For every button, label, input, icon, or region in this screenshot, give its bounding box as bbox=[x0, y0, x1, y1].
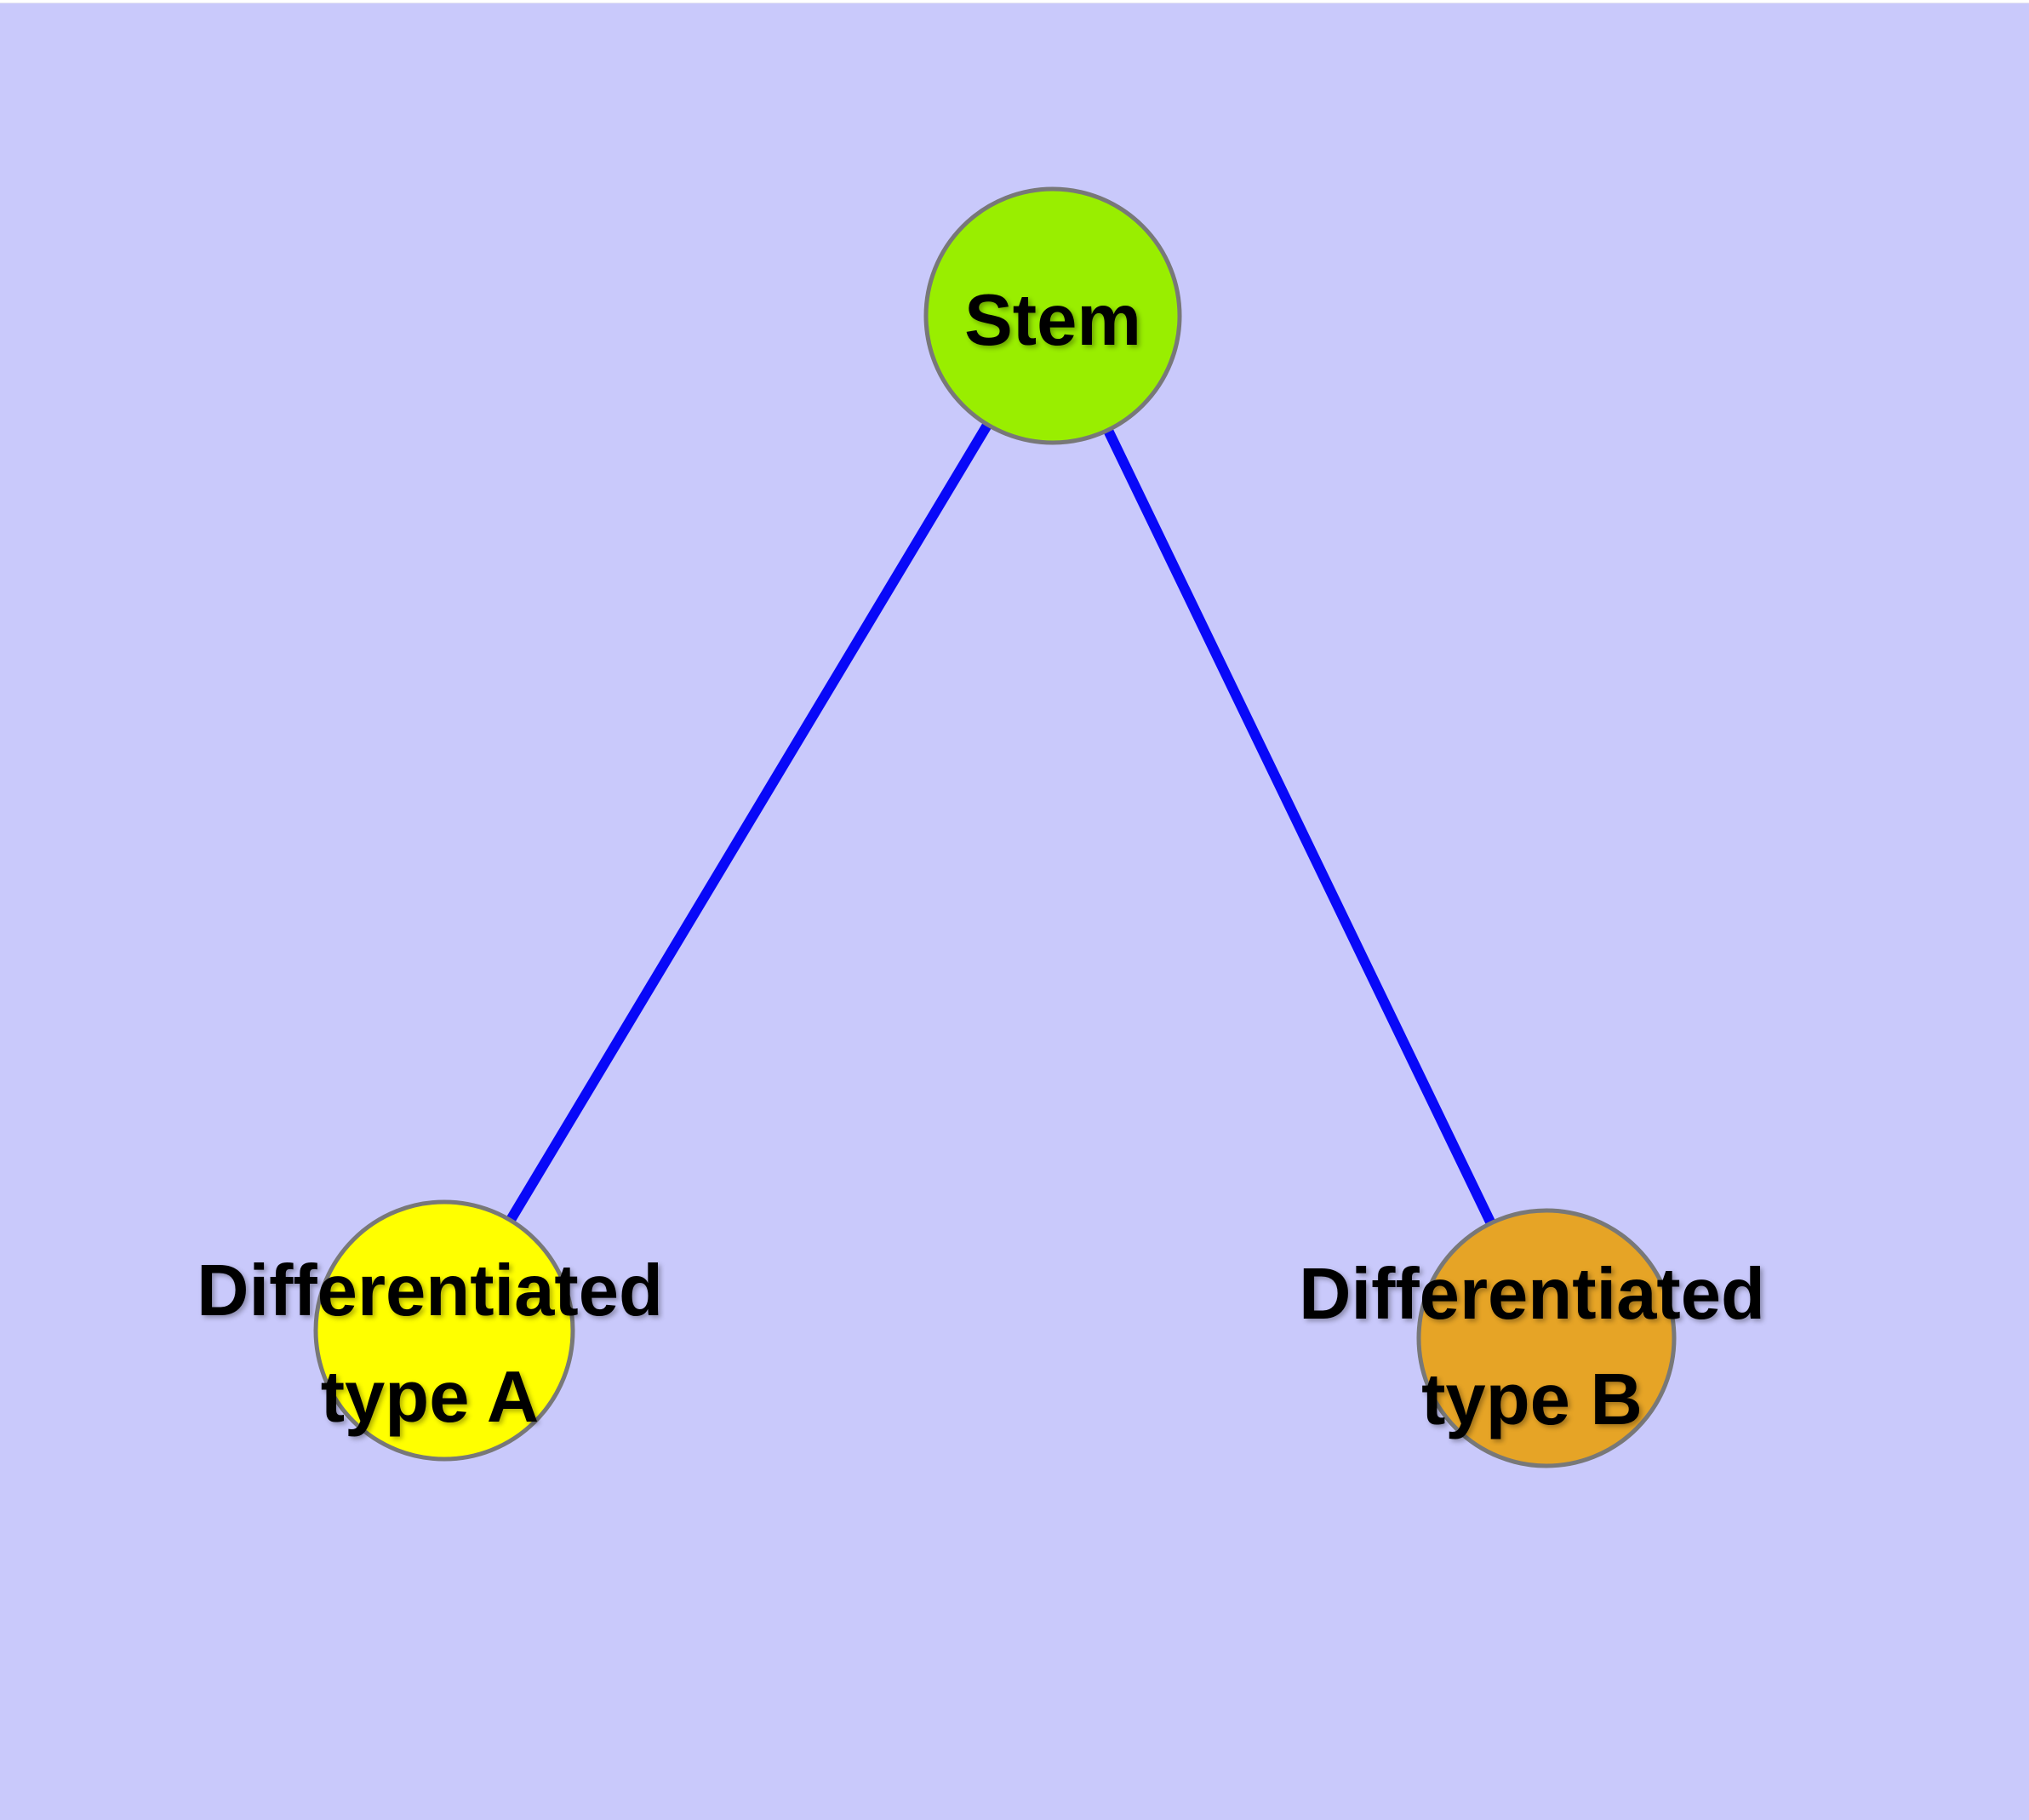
node-type-a-label-line2: type A bbox=[321, 1357, 540, 1438]
node-type-b-label-line1: Differentiated bbox=[1299, 1254, 1765, 1335]
node-type-b-circle bbox=[1416, 1208, 1677, 1468]
node-type-a-circle bbox=[313, 1199, 575, 1462]
window-top-strip bbox=[0, 0, 2029, 3]
node-stem-circle bbox=[923, 186, 1182, 445]
node-type-a-label-line1: Differentiated bbox=[197, 1251, 663, 1331]
node-type-b-label-line2: type B bbox=[1421, 1359, 1643, 1440]
node-stem-label: Stem bbox=[964, 280, 1141, 361]
edge-stem-to-type-b bbox=[1048, 313, 1552, 1341]
edge-stem-to-type-a bbox=[439, 312, 1058, 1334]
